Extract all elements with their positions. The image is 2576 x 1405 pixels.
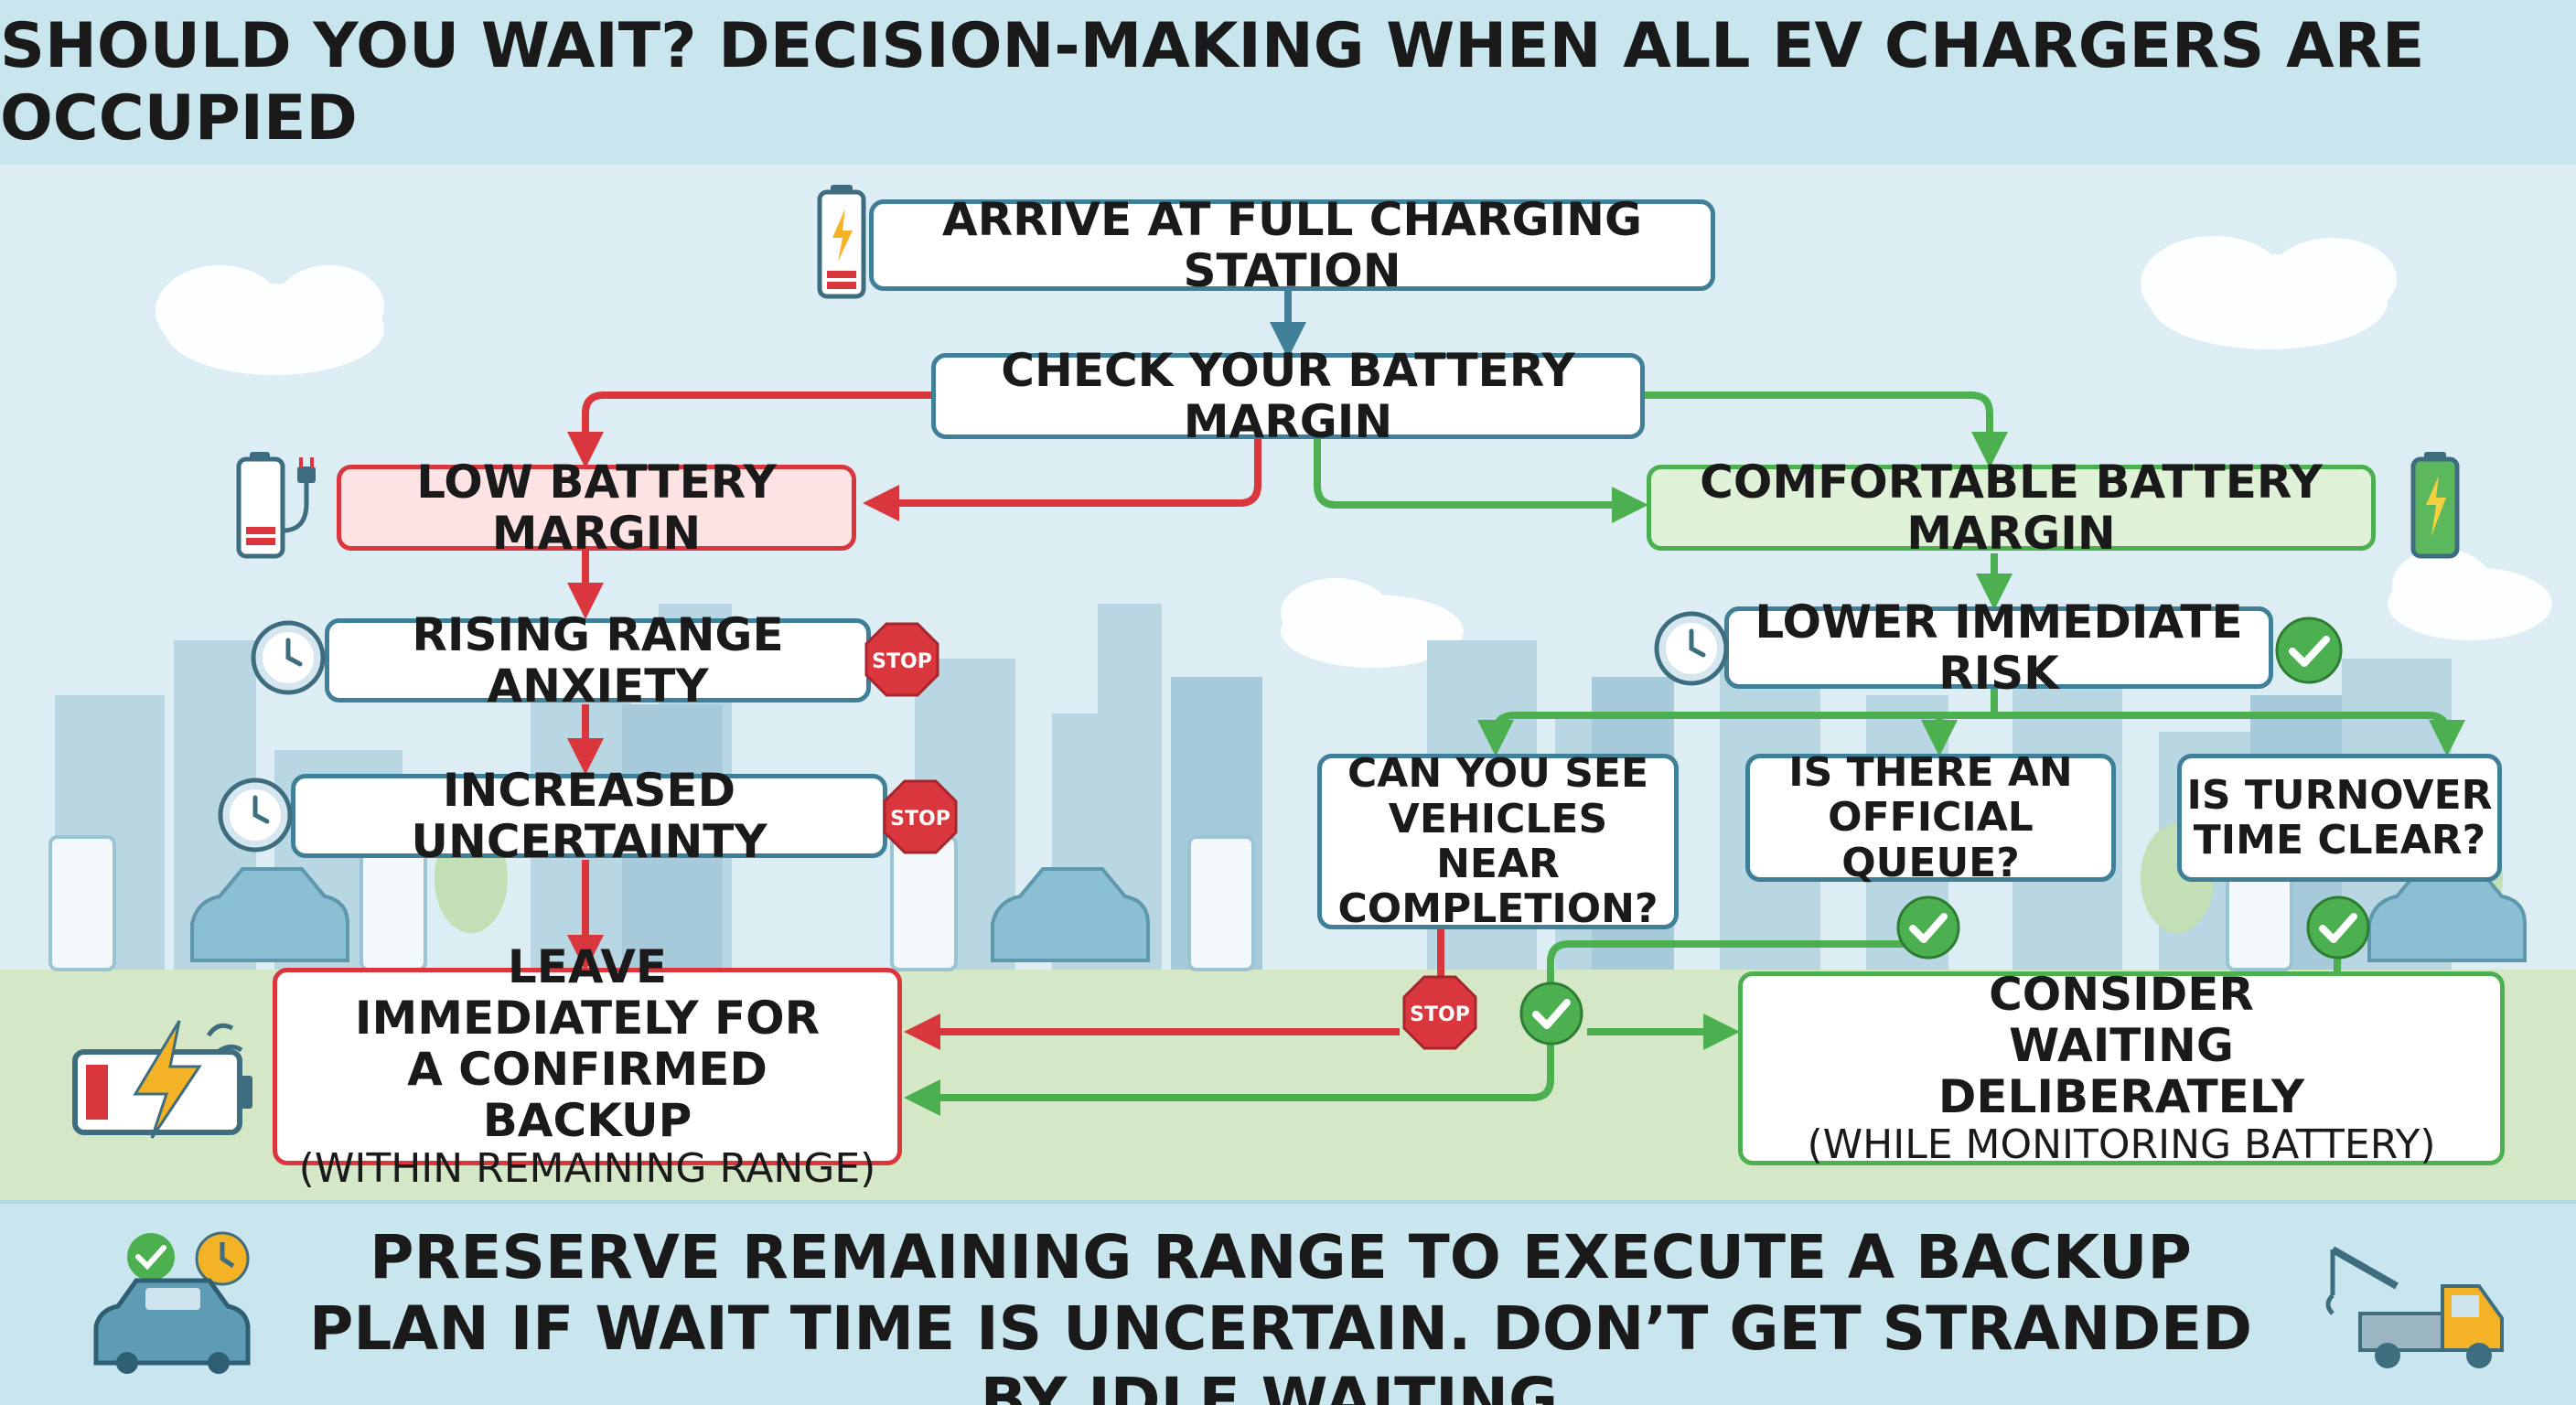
node-range-anxiety: RISING RANGE ANXIETY (325, 609, 871, 712)
wait-label: CONSIDER WAITING DELIBERATELY (1937, 968, 2305, 1124)
battery-full-icon (2410, 452, 2460, 559)
leave-sublabel: (WITHIN REMAINING RANGE) (298, 1145, 876, 1193)
tow-truck-icon (2325, 1246, 2504, 1368)
clock-icon (251, 620, 326, 695)
stop-label: STOP (890, 808, 950, 831)
node-question-turnover: IS TURNOVER TIME CLEAR? (2177, 754, 2502, 882)
battery-low-icon (817, 185, 866, 299)
page-title: SHOULD YOU WAIT? DECISION-MAKING WHEN AL… (0, 10, 2425, 155)
check-icon (2306, 896, 2370, 960)
node-arrive: ARRIVE AT FULL CHARGING STATION (869, 194, 1715, 296)
stop-sign-icon: STOP (883, 779, 958, 854)
node-comfortable-margin: COMFORTABLE BATTERY MARGIN (1647, 456, 2376, 559)
wait-sublabel: (WHILE MONITORING BATTERY) (1807, 1121, 2436, 1169)
node-consider-waiting: CONSIDER WAITING DELIBERATELY (WHILE MON… (1738, 968, 2505, 1169)
title-bar: SHOULD YOU WAIT? DECISION-MAKING WHEN AL… (0, 0, 2576, 165)
node-leave-immediately: LEAVE IMMEDIATELY FOR A CONFIRMED BACKUP… (273, 941, 902, 1192)
node-low-margin: LOW BATTERY MARGIN (337, 456, 856, 559)
check-icon (2275, 617, 2343, 684)
battery-plug-icon (236, 452, 316, 559)
clock-icon (1654, 611, 1729, 686)
footer-bar (0, 1200, 2576, 1405)
node-question-queue: IS THERE AN OFFICIAL QUEUE? (1745, 750, 2116, 885)
node-question-vehicles: CAN YOU SEE VEHICLES NEAR COMPLETION? (1317, 751, 1679, 931)
leave-label: LEAVE IMMEDIATELY FOR A CONFIRMED BACKUP (354, 940, 821, 1148)
car-icon (93, 1231, 251, 1374)
footer-message: PRESERVE REMAINING RANGE TO EXECUTE A BA… (308, 1222, 2253, 1405)
stop-label: STOP (1410, 1003, 1470, 1026)
node-check-margin: CHECK YOUR BATTERY MARGIN (931, 345, 1645, 447)
check-icon (1519, 981, 1583, 1046)
node-uncertainty: INCREASED UNCERTAINTY (291, 765, 887, 867)
stop-sign-icon: STOP (1402, 975, 1477, 1050)
stop-label: STOP (872, 650, 932, 673)
check-icon (1896, 896, 1960, 960)
node-lower-risk: LOWER IMMEDIATE RISK (1724, 596, 2273, 699)
clock-icon (218, 778, 293, 853)
stop-sign-icon: STOP (864, 622, 939, 697)
battery-charging-icon (72, 1020, 252, 1139)
